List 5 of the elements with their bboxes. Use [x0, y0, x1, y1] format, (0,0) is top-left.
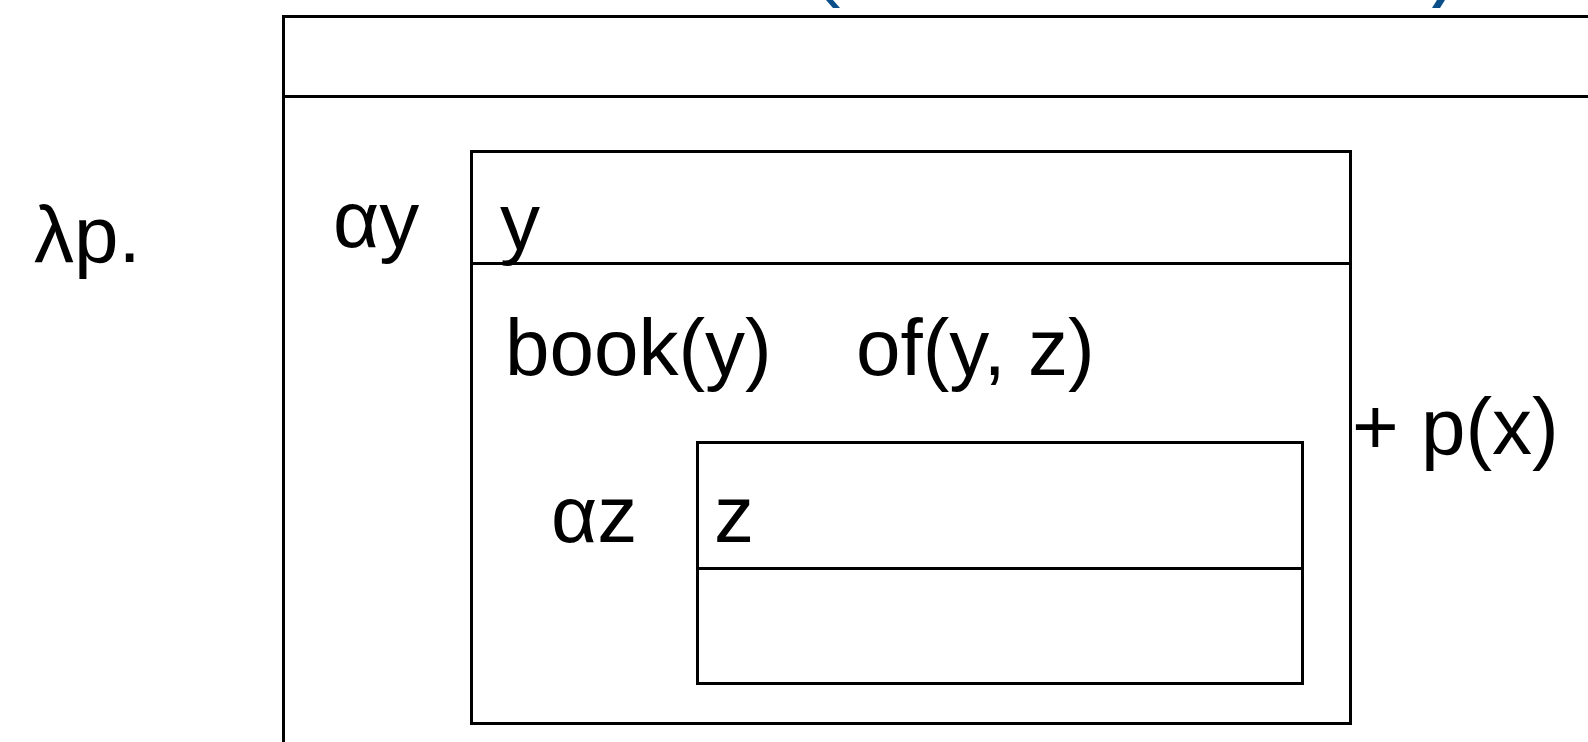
drs-box — [470, 150, 1352, 725]
drs-box — [696, 441, 1304, 685]
drs-box — [282, 15, 1588, 742]
box-prefix: αz — [551, 475, 638, 555]
referent: z — [714, 475, 754, 555]
